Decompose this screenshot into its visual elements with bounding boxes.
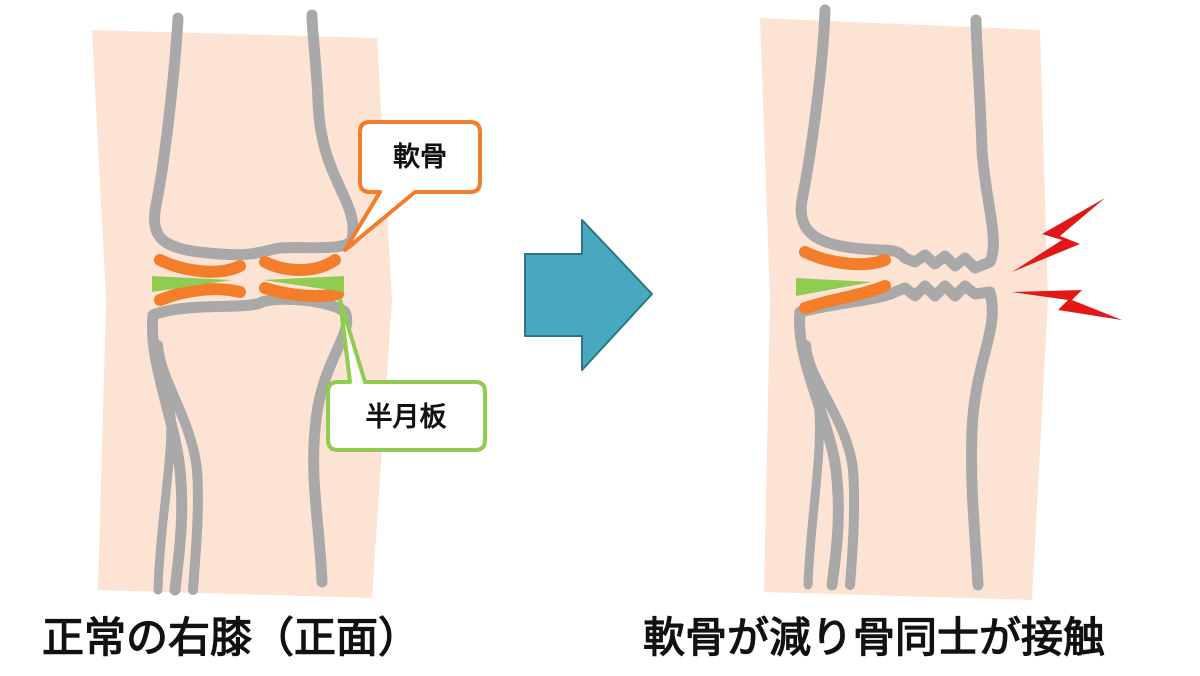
normal-knee: 軟骨 半月板 xyxy=(92,15,485,598)
transition-arrow xyxy=(525,220,652,370)
meniscus-label: 半月板 xyxy=(366,402,447,433)
worn-knee xyxy=(760,10,1122,600)
normal-knee-caption: 正常の右膝（正面） xyxy=(42,608,420,668)
cartilage-label: 軟骨 xyxy=(393,142,447,173)
cartilage-callout: 軟骨 xyxy=(345,122,480,250)
worn-knee-caption: 軟骨が減り骨同士が接触 xyxy=(643,608,1105,668)
